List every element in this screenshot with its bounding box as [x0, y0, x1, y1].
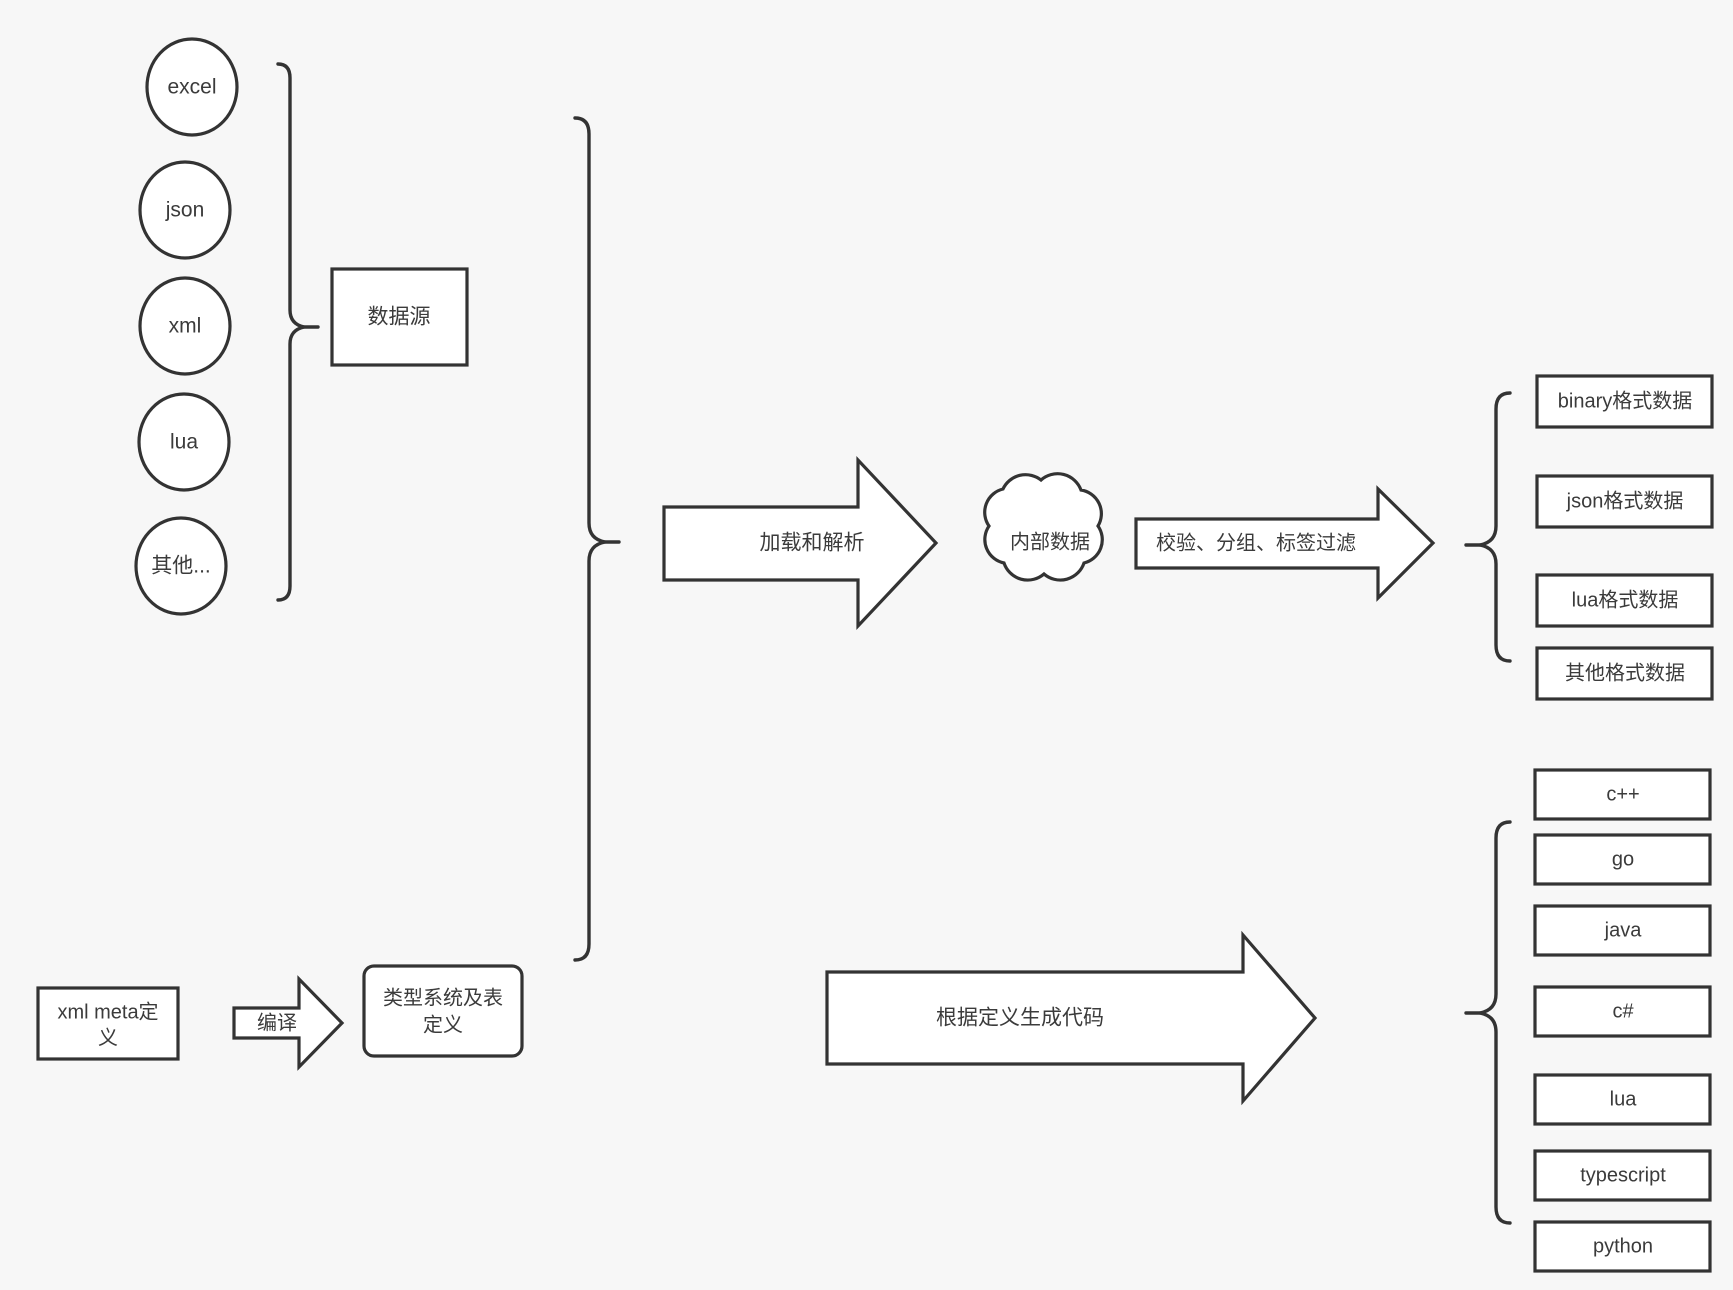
source-node-xml[interactable]: xml: [138, 276, 232, 376]
code-output-box-lua[interactable]: lua: [1533, 1073, 1712, 1126]
pipeline-input-brace: [573, 116, 607, 962]
source-node-lua[interactable]: lua: [137, 392, 231, 492]
source-node-json[interactable]: json: [138, 160, 232, 260]
data-output-box-other[interactable]: 其他格式数据: [1535, 646, 1714, 701]
code-outputs-brace: [1478, 820, 1512, 1225]
code-output-box-cpp[interactable]: c++: [1533, 768, 1712, 821]
data-output-box-binary[interactable]: binary格式数据: [1535, 374, 1714, 429]
sources-group-brace: [276, 62, 306, 602]
code-output-box-java[interactable]: java: [1533, 904, 1712, 957]
type-system-box[interactable]: 类型系统及表 定义: [362, 964, 524, 1058]
xml-meta-box[interactable]: xml meta定 义: [36, 986, 180, 1061]
load-parse-arrow[interactable]: 加载和解析: [662, 455, 939, 631]
data-source-box[interactable]: 数据源: [330, 267, 469, 367]
compile-arrow[interactable]: 编译: [232, 975, 345, 1071]
data-output-box-lua[interactable]: lua格式数据: [1535, 573, 1714, 628]
source-node-other[interactable]: 其他...: [134, 516, 228, 616]
code-output-box-go[interactable]: go: [1533, 833, 1712, 886]
code-output-box-typescript[interactable]: typescript: [1533, 1149, 1712, 1202]
data-output-box-json[interactable]: json格式数据: [1535, 474, 1714, 529]
validate-group-filter-arrow[interactable]: 校验、分组、标签过滤: [1134, 485, 1436, 602]
code-output-box-csharp[interactable]: c#: [1533, 985, 1712, 1038]
source-node-excel[interactable]: excel: [145, 37, 239, 137]
codegen-arrow[interactable]: 根据定义生成代码: [825, 930, 1318, 1106]
internal-data-cloud[interactable]: 内部数据: [983, 472, 1104, 582]
code-output-box-python[interactable]: python: [1533, 1220, 1712, 1273]
data-outputs-brace: [1478, 391, 1512, 663]
